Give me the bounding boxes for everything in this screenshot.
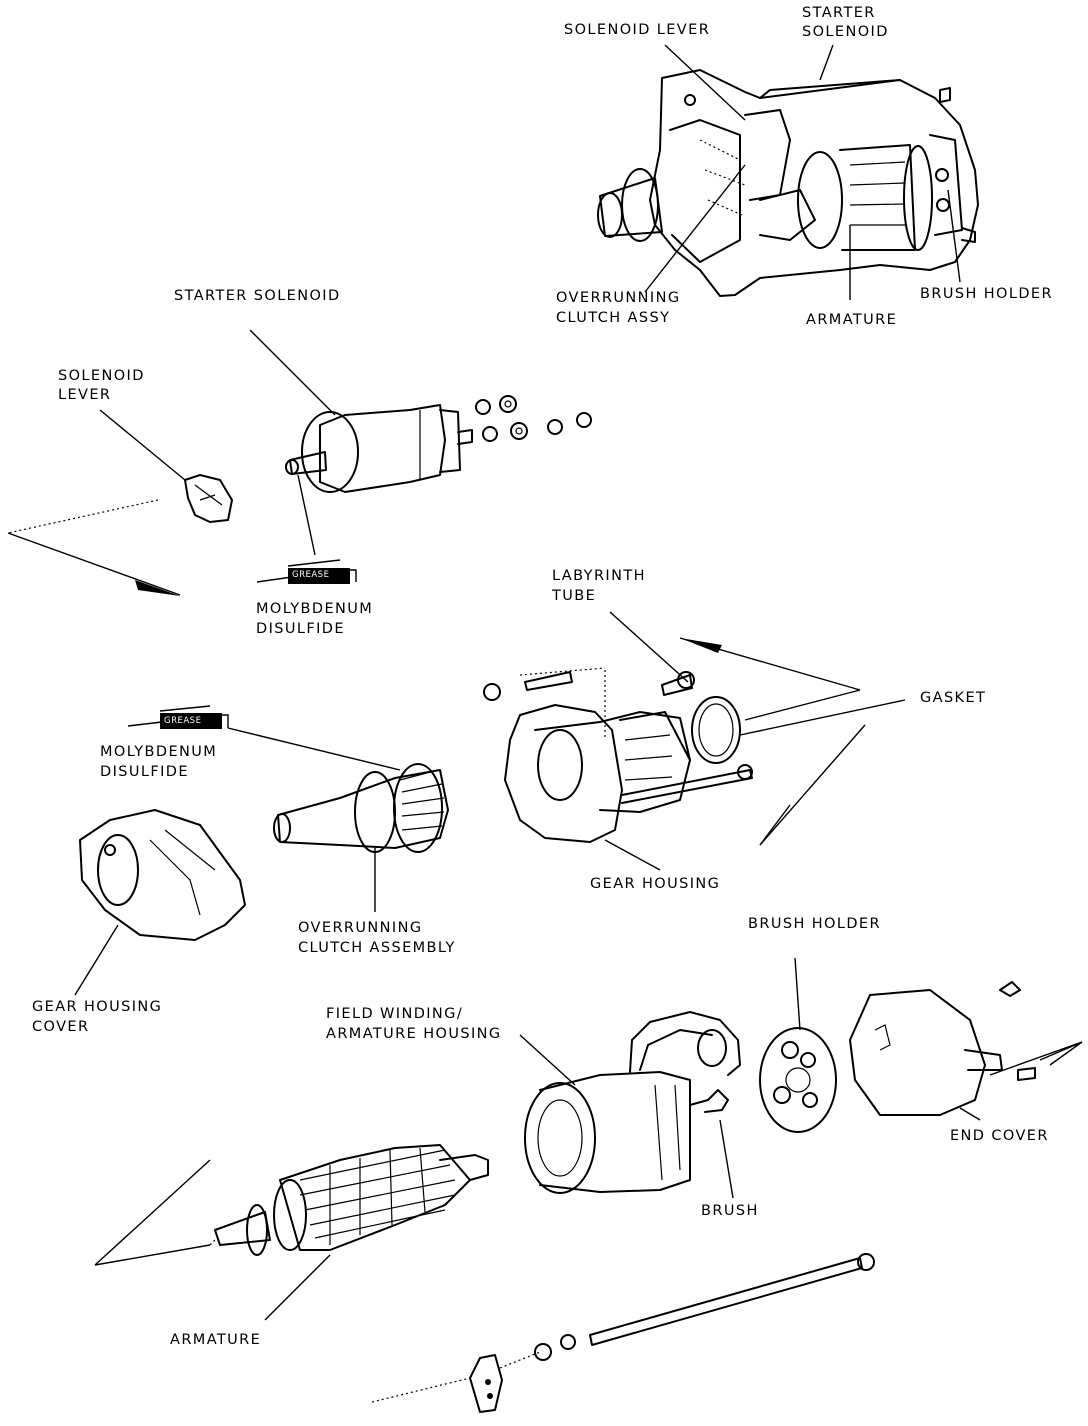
- grease-tag-1: GREASE: [292, 570, 330, 580]
- label-brush: BRUSH: [701, 1203, 759, 1219]
- center-line-2: [94, 1159, 216, 1266]
- label-end-cover: END COVER: [950, 1128, 1049, 1144]
- gasket-part: [691, 696, 741, 764]
- label-solenoid-lever-mid: SOLENOID: [58, 368, 145, 384]
- label-molybdenum-1: MOLYBDENUM: [256, 601, 374, 617]
- solenoid-lever-part: [184, 474, 233, 523]
- label-gasket: GASKET: [920, 690, 987, 706]
- label-starter-solenoid-mid: STARTER SOLENOID: [174, 288, 341, 304]
- armature-part: [214, 1144, 489, 1256]
- through-bolt-hardware: [371, 1253, 875, 1413]
- leader-lines: [74, 44, 981, 1321]
- label-overrunning-clutch-assy: OVERRUNNING: [556, 290, 681, 306]
- label-overrunning-clutch-assy-2: CLUTCH ASSY: [556, 310, 671, 326]
- label-molybdenum-2: MOLYBDENUM: [100, 744, 218, 760]
- label-armature-bottom: ARMATURE: [170, 1332, 262, 1348]
- grease-tube-2: [127, 705, 229, 729]
- label-labyrinth-tube: LABYRINTH: [552, 568, 646, 584]
- label-solenoid-lever-mid-2: LEVER: [58, 387, 112, 403]
- label-gear-housing-cover: GEAR HOUSING: [32, 999, 163, 1015]
- field-winding-housing-part: [524, 1011, 741, 1194]
- grease-tag-2: GREASE: [164, 716, 202, 726]
- assembled-starter: [597, 69, 979, 297]
- label-molybdenum-2-b: DISULFIDE: [100, 764, 189, 780]
- clutch-assembly-part: [273, 763, 449, 853]
- brush-holder-part: [759, 1027, 837, 1133]
- label-brush-holder-top: BRUSH HOLDER: [920, 286, 1053, 302]
- gasket-arrows: [679, 637, 906, 846]
- gear-housing-part: [483, 667, 753, 843]
- center-line-1: [7, 499, 181, 596]
- label-brush-holder-bottom: BRUSH HOLDER: [748, 916, 881, 932]
- label-field-winding: FIELD WINDING/: [326, 1006, 464, 1022]
- label-field-winding-2: ARMATURE HOUSING: [326, 1026, 502, 1042]
- starter-solenoid-exploded: [285, 395, 592, 493]
- gear-housing-cover-part: [79, 809, 246, 941]
- label-armature-top: ARMATURE: [806, 312, 898, 328]
- end-cover-part: [849, 981, 1083, 1116]
- label-gear-housing: GEAR HOUSING: [590, 876, 721, 892]
- label-starter-solenoid-top: STARTER: [802, 5, 876, 21]
- label-molybdenum-1-b: DISULFIDE: [256, 621, 345, 637]
- label-solenoid-lever-top: SOLENOID LEVER: [564, 22, 711, 38]
- label-overrunning-clutch-assembly: OVERRUNNING: [298, 920, 423, 936]
- label-overrunning-clutch-assembly-2: CLUTCH ASSEMBLY: [298, 940, 456, 956]
- grease-tube-1: [256, 559, 357, 584]
- label-starter-solenoid-top-2: SOLENOID: [802, 24, 889, 40]
- label-gear-housing-cover-2: COVER: [32, 1019, 90, 1035]
- label-labyrinth-tube-2: TUBE: [552, 588, 597, 604]
